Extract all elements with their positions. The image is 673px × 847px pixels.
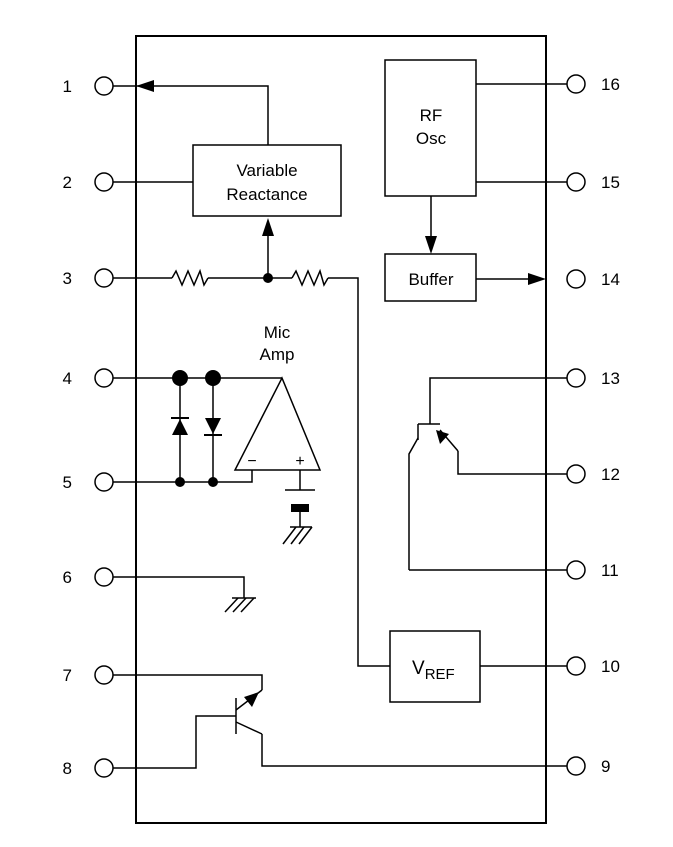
pin-14: 14 [566,269,620,289]
pin-4-label: 4 [63,369,72,388]
pin-8-label: 8 [63,759,72,778]
variable-reactance-label-line2: Reactance [226,185,307,204]
pin-12: 12 [566,464,620,484]
pin-6-label: 6 [63,568,72,587]
transistor-npn-arrow [244,692,259,707]
ground-icon [224,597,256,613]
mic-amp-label-line1: Mic [264,323,291,342]
ground-icon [282,526,313,545]
mic-amp-plus-label: + [295,453,304,470]
pin-9-label: 9 [601,757,610,776]
resistor-right [291,268,329,287]
pin-2: 2 [63,172,114,192]
ic-package-outline [135,35,547,824]
pin-5: 5 [63,472,114,492]
arrow-to-buffer [425,236,437,254]
pin-3: 3 [63,268,114,288]
vref-label-sub: REF [425,666,455,683]
wires [113,83,567,769]
pin-15: 15 [566,172,620,192]
pin-8: 8 [63,758,114,778]
mic-amp-label-line2: Amp [260,345,295,364]
rf-osc-block: RF Osc [384,59,477,197]
pin-10-label: 10 [601,657,620,676]
pin-13: 13 [566,368,620,388]
pin-7-label: 7 [63,666,72,685]
arrow-to-pin1 [136,80,154,92]
pin-10: 10 [566,656,620,676]
pin-9: 9 [566,756,610,776]
buffer-block: Buffer [384,253,477,302]
junction-dots [172,273,273,487]
pin-5-label: 5 [63,473,72,492]
transistor-pnp [417,423,459,452]
variable-reactance-block: Variable Reactance [192,144,342,217]
pin-16: 16 [566,74,620,94]
mic-amp-minus-label: − [247,453,256,470]
pin-3-label: 3 [63,269,72,288]
resistor-left [171,268,209,287]
diode-left [171,417,189,435]
arrow-to-variable-reactance [262,218,274,236]
capacitor [285,470,315,527]
pin-12-label: 12 [601,465,620,484]
pin-1: 1 [63,76,114,96]
vref-label: VREF [412,658,455,683]
vref-label-main: V [412,658,425,679]
pin-4: 4 [63,368,114,388]
pin-2-label: 2 [63,173,72,192]
diode-right [204,418,222,436]
pin-15-label: 15 [601,173,620,192]
pin-13-label: 13 [601,369,620,388]
arrow-to-pin14 [528,273,546,285]
mic-amp: Mic Amp − + [233,323,322,471]
rf-osc-label-line1: RF [420,106,443,125]
vref-block: VREF [389,630,481,703]
arrowheads [136,80,546,285]
rf-osc-label-line2: Osc [416,129,447,148]
pin-16-label: 16 [601,75,620,94]
pin-1-label: 1 [63,77,72,96]
pin-11-label: 11 [601,561,619,580]
pin-7: 7 [63,665,114,685]
pin-6: 6 [63,567,114,587]
buffer-label: Buffer [408,270,453,289]
pin-14-label: 14 [601,270,620,289]
pin-11: 11 [566,560,619,580]
variable-reactance-label-line1: Variable [236,161,297,180]
